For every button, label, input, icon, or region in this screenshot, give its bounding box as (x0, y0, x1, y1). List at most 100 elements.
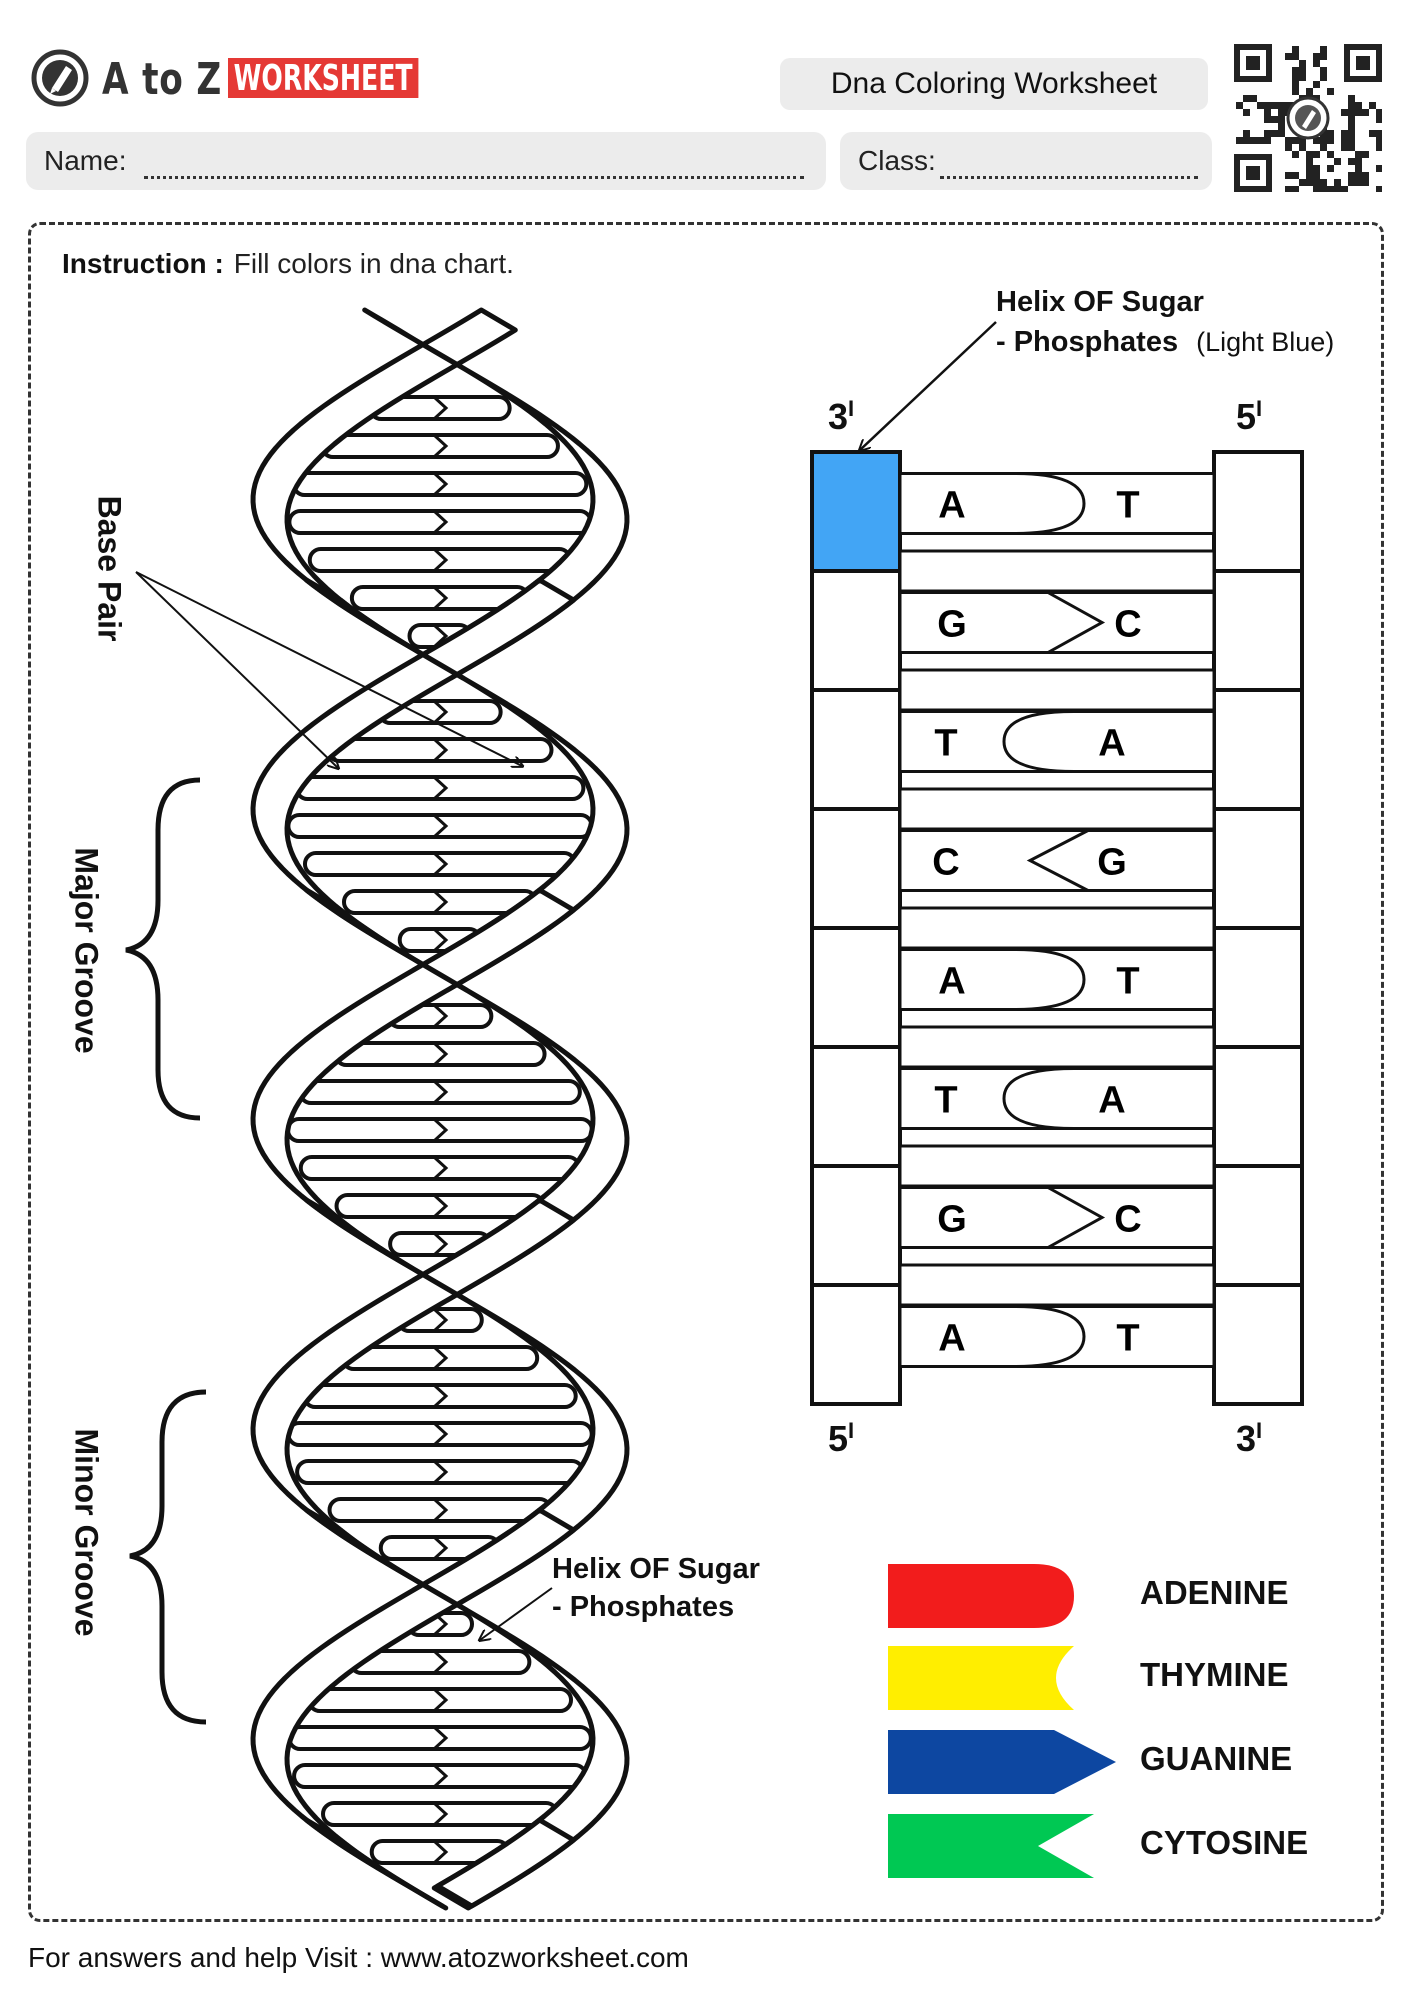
helix-strand-front (303, 1507, 630, 1911)
base-pair-rung (320, 433, 560, 459)
base-letter-left: A (938, 961, 965, 1003)
legend-cytosine: CYTOSINE (1140, 1824, 1309, 1861)
class-label: Class: (858, 145, 936, 176)
left-sugar-cell[interactable] (810, 450, 902, 573)
phosphate-bar[interactable] (898, 1144, 1216, 1188)
base-pair-rung (286, 813, 594, 839)
instruction: Instruction :Fill colors in dna chart. (62, 248, 514, 280)
base-pair-rung (298, 1079, 582, 1105)
helix-sugar-arrow (480, 1587, 553, 1640)
phosphate-bar[interactable] (898, 1025, 1216, 1069)
helix-sugar-line1: Helix OF Sugar (552, 1553, 760, 1585)
base-pair-rung (341, 889, 539, 915)
base-letter-right: T (1116, 1318, 1139, 1360)
minor-groove-brace (129, 1389, 207, 1725)
base-pair-rung (327, 1497, 553, 1523)
qr-code-icon (1234, 44, 1382, 192)
phosphate-bar[interactable] (898, 549, 1216, 593)
phosphate-bar[interactable] (898, 1263, 1216, 1307)
helix-strand-back (435, 1817, 577, 1909)
right-sugar-cell[interactable] (1212, 569, 1304, 692)
end-bottom-right: 3I (1236, 1418, 1263, 1459)
base-letter-right: C (1114, 604, 1141, 646)
left-sugar-cell[interactable] (810, 807, 902, 930)
left-sugar-cell[interactable] (810, 688, 902, 811)
base-pair-label: Base Pair (91, 495, 128, 642)
ladder-sugar-label: Helix OF Sugar - Phosphates (Light Blue) (996, 282, 1334, 362)
left-sugar-cell[interactable] (810, 1164, 902, 1287)
major-groove-label: Major Groove (68, 847, 105, 1054)
legend-adenine: ADENINE (1140, 1574, 1289, 1611)
right-sugar-cell[interactable] (1212, 450, 1304, 573)
left-sugar-cell[interactable] (810, 569, 902, 692)
base-pair-rung (369, 1839, 511, 1865)
phosphate-bar[interactable] (898, 787, 1216, 831)
brand-logo: A to Z WORKSHEET (30, 48, 419, 118)
base-pair-rung (298, 1155, 582, 1181)
base-pair-rung (333, 1041, 547, 1067)
legend-swatch-thymine (888, 1646, 1074, 1710)
base-letter-right: A (1098, 1080, 1125, 1122)
base-letter-right: A (1098, 723, 1125, 765)
minor-groove-label: Minor Groove (68, 1428, 105, 1637)
base-pair-arrow-1 (135, 571, 338, 768)
right-sugar-cell[interactable] (1212, 807, 1304, 930)
base-pair-rung (287, 509, 593, 535)
base-pair-rung (286, 1117, 594, 1143)
base-pair-rung (295, 1459, 585, 1485)
left-sugar-cell[interactable] (810, 926, 902, 1049)
color-legend (888, 1564, 1116, 1878)
base-letter-left: C (932, 842, 959, 884)
class-field[interactable]: Class: (840, 132, 1212, 190)
base-pair-rung (334, 1193, 546, 1219)
right-sugar-cell[interactable] (1212, 1283, 1304, 1406)
base-pair-rung (302, 1383, 578, 1409)
base-pair-rung (287, 1725, 593, 1751)
end-bottom-left: 5I (828, 1418, 855, 1459)
right-sugar-cell[interactable] (1212, 1164, 1304, 1287)
right-sugar-cell[interactable] (1212, 688, 1304, 811)
instruction-text: Fill colors in dna chart. (233, 248, 514, 279)
phosphate-bar[interactable] (898, 906, 1216, 950)
ladder-sugar-line2: - Phosphates (996, 326, 1179, 358)
base-letter-right: C (1114, 1199, 1141, 1241)
left-sugar-cell[interactable] (810, 1045, 902, 1168)
class-dotted-line (940, 176, 1198, 179)
right-sugar-cell[interactable] (1212, 1045, 1304, 1168)
base-letter-right: G (1097, 842, 1127, 884)
helix-strand-back (250, 1507, 577, 1911)
legend-swatch-adenine (888, 1564, 1074, 1628)
legend-swatch-cytosine (888, 1814, 1094, 1878)
helix-strand-front (303, 1817, 445, 1909)
base-pair-rung (294, 775, 586, 801)
end-top-left: 3I (828, 396, 855, 437)
name-field[interactable]: Name: (26, 132, 826, 190)
base-pair-rung (306, 1687, 574, 1713)
base-letter-left: T (934, 723, 957, 765)
base-pair-rung (291, 471, 589, 497)
right-sugar-cell[interactable] (1212, 926, 1304, 1049)
left-sugar-cell[interactable] (810, 1283, 902, 1406)
pen-logo-icon (31, 49, 89, 107)
helix-sugar-label: Helix OF Sugar - Phosphates (552, 1550, 760, 1626)
ladder-sugar-line1: Helix OF Sugar (996, 286, 1204, 318)
footer-text: For answers and help Visit : www.atozwor… (28, 1942, 689, 1973)
base-letter-left: T (934, 1080, 957, 1122)
phosphate-bar[interactable] (898, 668, 1216, 712)
end-top-right: 5I (1236, 396, 1263, 437)
base-letter-left: A (938, 1318, 965, 1360)
base-pair-rung (286, 1421, 594, 1447)
brand-atoz-text: A to Z (102, 54, 223, 105)
base-pair-rung (321, 1801, 559, 1827)
legend-swatch-guanine (888, 1730, 1116, 1794)
base-pair-rung (302, 851, 578, 877)
